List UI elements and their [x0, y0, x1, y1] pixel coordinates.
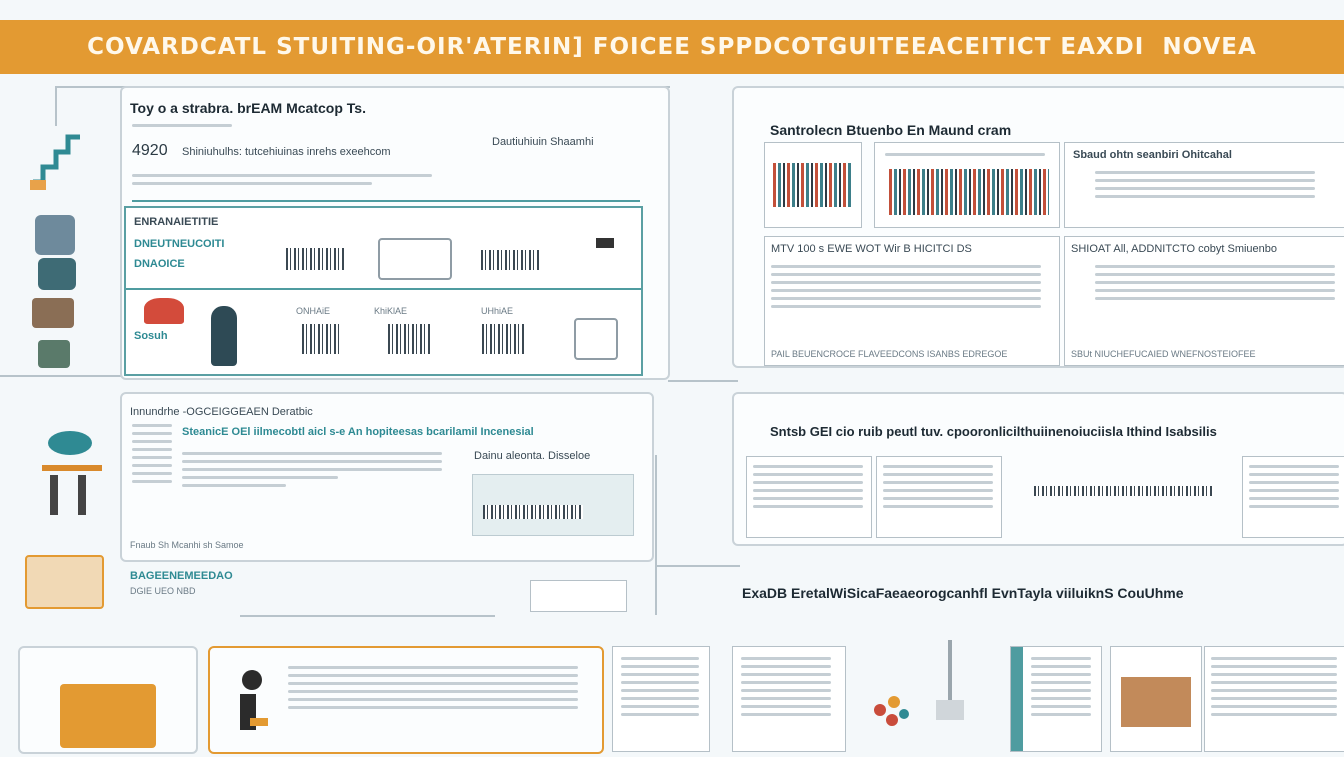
- connector-line: [655, 455, 657, 615]
- card-title: SHIOAT All, ADDNITCTO cobyt Smiuenbo: [1071, 243, 1278, 255]
- worker-icon: [35, 215, 75, 255]
- toolbox-icon: [25, 555, 104, 609]
- banner-title: COVARDCATL STUITING-OIR'ATERIN] FOICEE S…: [87, 34, 1257, 60]
- text-card: [1204, 646, 1344, 752]
- barcode-graphic: [1034, 486, 1214, 496]
- worker-figure: [230, 668, 270, 752]
- stairs-icon: [30, 134, 80, 190]
- connector-line: [240, 615, 495, 617]
- card-title: MTV 100 s EWE WOT Wir B HICITCI DS: [771, 243, 972, 255]
- worker-figure: [211, 306, 237, 366]
- panel-title: Innundrhe -OGCEIGGEAEN Deratbic: [130, 406, 313, 418]
- panel-top-right: Santrolecn Btuenbo En Maund cram Sbaud o…: [732, 86, 1344, 368]
- panel-mid-right: Sntsb GEI cio ruib peutl tuv. cpooronlic…: [732, 392, 1344, 546]
- panel-bottom-1: [18, 646, 198, 754]
- note-box: [530, 580, 627, 612]
- plant-icon: [38, 340, 70, 368]
- panel-title: Sntsb GEI cio ruib peutl tuv. cpooronlic…: [770, 424, 1217, 439]
- image-card: [1110, 646, 1202, 752]
- barcode-graphic: [286, 248, 344, 270]
- pen-icon: [596, 238, 614, 248]
- box-icon: [60, 684, 156, 748]
- card-footer: SBUt NIUCHEFUCAIED WNEFNOSTEIOFEE: [1071, 349, 1256, 359]
- data-card: [874, 142, 1060, 228]
- desk-icon: [32, 298, 74, 328]
- panel-foot: Fnaub Sh Mcanhi sh Samoe: [130, 540, 244, 550]
- image-thumb: [764, 142, 862, 228]
- mini-card: [746, 456, 872, 538]
- panel-code: 4920: [132, 142, 168, 159]
- workers-illustration: [42, 425, 102, 525]
- barcode-graphic: [388, 324, 430, 354]
- header-banner: COVARDCATL STUITING-OIR'ATERIN] FOICEE S…: [0, 20, 1344, 74]
- text-card-left: MTV 100 s EWE WOT Wir B HICITCI DS PAIL …: [764, 236, 1060, 366]
- flower-illustration: [860, 680, 920, 740]
- connector-line: [0, 375, 125, 377]
- flower-icon: [574, 318, 618, 360]
- panel-top-left: Toy o a strabra. brEAM Mcatcop Ts. 4920 …: [120, 86, 670, 380]
- machine-icon: [38, 258, 76, 290]
- section-title: ExaDB EretalWiSicaFaeaeorogcanhfl EvnTay…: [742, 585, 1184, 601]
- sub-label: Sosuh: [134, 330, 168, 342]
- barcode-graphic: [481, 250, 541, 270]
- side-note-sub: DGIE UEO NBD: [130, 586, 196, 596]
- connector-line: [55, 86, 57, 126]
- barcode-graphic: [482, 324, 526, 354]
- connector-line: [668, 380, 738, 382]
- label-c: UHhiAE: [481, 306, 514, 316]
- panel-title: Toy o a strabra. brEAM Mcatcop Ts.: [130, 100, 366, 116]
- sub-teal: DNEUTNEUCOITI: [134, 238, 225, 250]
- panel-right-note: Dautiuhiuin Shaamhi: [492, 136, 594, 148]
- sub-teal-2: DNAOICE: [134, 258, 185, 270]
- card-footer: PAIL BEUENCROCE FLAVEEDCONS ISANBS EDREG…: [771, 349, 1008, 359]
- helmet-icon: [144, 298, 184, 324]
- panel-bottom-2: [208, 646, 604, 754]
- label-b: KhiKlAE: [374, 306, 408, 316]
- sub-panel: ENRANAIETITIE DNEUTNEUCOITI DNAOICE Sosu…: [124, 206, 643, 376]
- side-note-teal: BAGEENEMEEDAO: [130, 570, 233, 582]
- connector-line: [655, 565, 740, 567]
- panel-title: Santrolecn Btuenbo En Maund cram: [770, 122, 1012, 138]
- right-note: Dainu aleonta. Disseloe: [474, 450, 591, 462]
- sub-title: ENRANAIETITIE: [134, 216, 219, 228]
- teal-line: SteanicE OEl iilmecobtl aicl s-e An hopi…: [182, 426, 534, 438]
- info-card: Sbaud ohtn seanbiri Ohitcahal: [1064, 142, 1344, 228]
- book-card: [1010, 646, 1102, 752]
- panel-line: Shiniuhulhs: tutcehiuinas inrehs exeehco…: [182, 146, 391, 158]
- mini-card: [1242, 456, 1344, 538]
- barcode-graphic: [302, 324, 342, 354]
- label-a: ONHAiE: [296, 306, 331, 316]
- doc-card: [732, 646, 846, 752]
- stairs-illustration: [28, 112, 88, 192]
- chart-preview: [472, 474, 634, 536]
- card-title: Sbaud ohtn seanbiri Ohitcahal: [1073, 149, 1232, 161]
- lamp-illustration: [930, 640, 970, 740]
- device-icon: [378, 238, 452, 280]
- mini-card: [876, 456, 1002, 538]
- panel-mid-left: Innundrhe -OGCEIGGEAEN Deratbic SteanicE…: [120, 392, 654, 562]
- text-card-right: SHIOAT All, ADDNITCTO cobyt Smiuenbo SBU…: [1064, 236, 1344, 366]
- doc-card: [612, 646, 710, 752]
